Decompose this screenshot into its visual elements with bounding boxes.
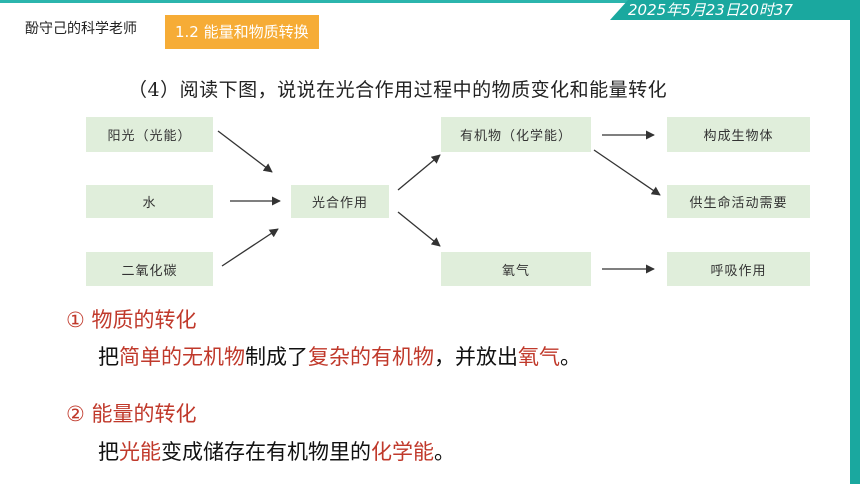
node-respiration: 呼吸作用 <box>667 252 810 286</box>
arrow-co2-to-photosynthesis <box>221 228 279 267</box>
point1-part7: 。 <box>560 345 581 369</box>
point2-light-energy: 光能 <box>119 440 161 464</box>
right-accent-stripe <box>850 20 860 484</box>
node-build-organism: 构成生物体 <box>667 117 810 152</box>
author-label: 酚守己的科学老师 <box>25 21 137 37</box>
point2-chemical-energy: 化学能 <box>371 440 434 464</box>
point1-heading: ① 物质的转化 <box>66 308 197 332</box>
node-sunlight: 阳光（光能） <box>86 117 213 152</box>
node-co2: 二氧化碳 <box>86 252 213 286</box>
point1-simple-inorganic: 简单的无机物 <box>119 345 245 369</box>
arrow-photosynthesis-to-organic <box>397 154 441 191</box>
node-water: 水 <box>86 185 213 218</box>
point1-part3: 制成了 <box>245 345 308 369</box>
point2-part1: 把 <box>98 440 119 464</box>
point2-text: 把光能变成储存在有机物里的化学能。 <box>98 436 455 466</box>
point1-oxygen: 氧气 <box>518 345 560 369</box>
top-accent-line <box>0 0 860 3</box>
node-organic-matter: 有机物（化学能） <box>441 117 591 152</box>
point1-complex-organic: 复杂的有机物 <box>308 345 434 369</box>
arrow-photosynthesis-to-oxygen <box>397 211 441 247</box>
point1-part1: 把 <box>98 345 119 369</box>
point2-heading: ② 能量的转化 <box>66 402 197 426</box>
timestamp: 2025年5月23日20时37 <box>628 1 793 19</box>
arrow-organic-to-life-needs <box>593 149 661 196</box>
node-photosynthesis: 光合作用 <box>291 185 389 218</box>
corner-band <box>610 0 860 20</box>
question-text: （4）阅读下图，说说在光合作用过程中的物质变化和能量转化 <box>128 79 668 101</box>
point1-part5: ，并放出 <box>434 345 518 369</box>
arrow-sunlight-to-photosynthesis <box>217 130 273 173</box>
point1-text: 把简单的无机物制成了复杂的有机物，并放出氧气。 <box>98 341 581 371</box>
node-life-needs: 供生命活动需要 <box>667 185 810 218</box>
node-oxygen: 氧气 <box>441 252 591 286</box>
section-tag: 1.2 能量和物质转换 <box>165 15 319 49</box>
point2-part3: 变成储存在有机物里的 <box>161 440 371 464</box>
point2-part5: 。 <box>434 440 455 464</box>
